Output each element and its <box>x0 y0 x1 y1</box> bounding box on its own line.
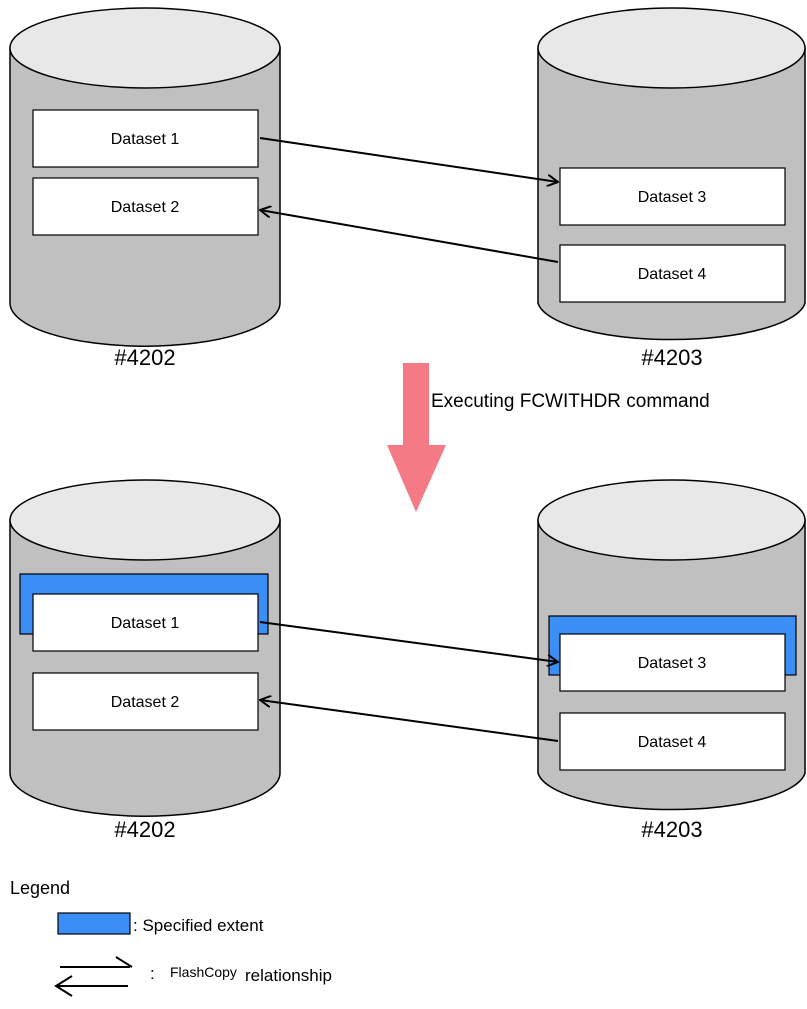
dataset-label: Dataset 1 <box>111 131 180 148</box>
volume-label-4203-bottom: #4203 <box>641 817 702 842</box>
dataset-label: Dataset 2 <box>111 199 180 216</box>
dataset-label: Dataset 3 <box>638 189 707 206</box>
dataset-box-3-bottom: Dataset 3 <box>559 633 786 692</box>
dataset-label: Dataset 2 <box>111 694 180 711</box>
dataset-label: Dataset 1 <box>111 615 180 632</box>
dataset-box-2-top: Dataset 2 <box>32 177 259 236</box>
command-down-arrow <box>387 363 446 512</box>
legend-relationship-label-b: relationship <box>245 966 332 985</box>
dataset-box-2-bottom: Dataset 2 <box>32 672 259 731</box>
legend-relationship-arrows-icon <box>54 956 133 997</box>
legend-extent-label: : Specified extent <box>133 916 264 935</box>
command-label: Executing FCWITHDR command <box>431 391 710 412</box>
volume-cylinder-4202-top <box>9 7 281 347</box>
legend-relationship-colon: : <box>150 964 155 983</box>
legend-relationship-label-a: FlashCopy <box>170 964 237 980</box>
dataset-box-3-top: Dataset 3 <box>559 167 786 226</box>
volume-label-4203-top: #4203 <box>641 345 702 370</box>
dataset-box-4-top: Dataset 4 <box>559 244 786 303</box>
flashcopy-arrow-d1-to-d3-bottom <box>259 621 558 662</box>
legend-title: Legend <box>10 878 70 898</box>
flashcopy-arrow-d1-to-d3 <box>259 137 558 182</box>
dataset-label: Dataset 4 <box>638 734 707 751</box>
dataset-box-1-top: Dataset 1 <box>32 109 259 168</box>
dataset-box-1-bottom: Dataset 1 <box>32 593 259 652</box>
legend-extent-swatch <box>57 912 131 935</box>
volume-label-4202-bottom: #4202 <box>114 817 175 842</box>
dataset-box-4-bottom: Dataset 4 <box>559 712 786 771</box>
dataset-label: Dataset 3 <box>638 655 707 672</box>
flashcopy-arrow-d4-to-d2 <box>260 210 559 263</box>
dataset-label: Dataset 4 <box>638 266 707 283</box>
flashcopy-arrow-d4-to-d2-bottom <box>260 700 559 742</box>
volume-label-4202-top: #4202 <box>114 345 175 370</box>
